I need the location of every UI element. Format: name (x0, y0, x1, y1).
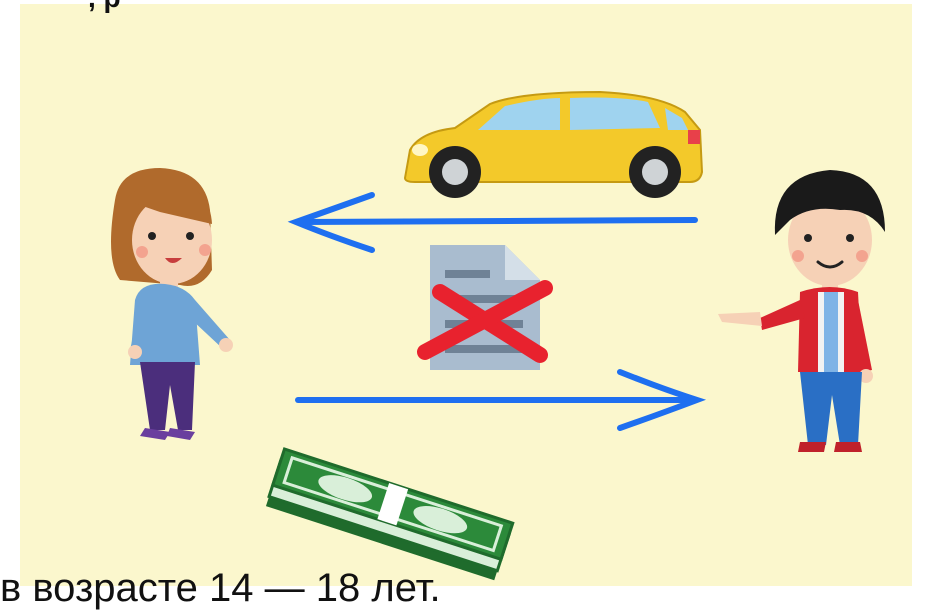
arrow-right-icon (298, 372, 697, 428)
boy-icon (718, 170, 885, 452)
money-icon (266, 449, 513, 580)
girl-icon (111, 168, 233, 440)
car-icon (405, 92, 702, 198)
arrow-left-icon (296, 195, 695, 250)
caption-text: в возрасте 14 — 18 лет. (0, 568, 441, 608)
